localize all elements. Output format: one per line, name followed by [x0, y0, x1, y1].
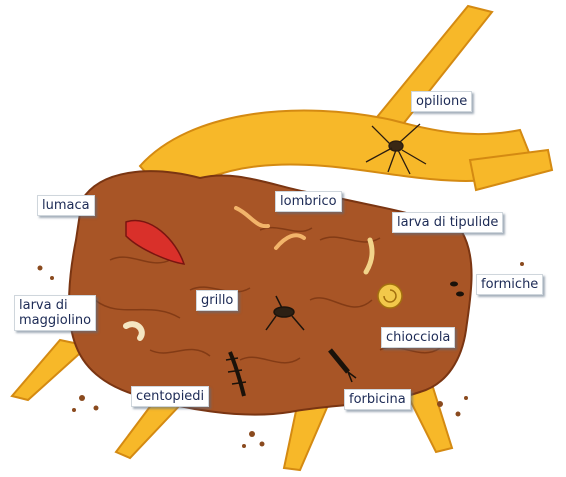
label-larva-di-maggiolino: larva di maggiolino [14, 295, 96, 331]
label-forbicina: forbicina [344, 389, 411, 410]
label-opilione: opilione [411, 91, 472, 112]
label-lumaca: lumaca [37, 195, 95, 216]
label-centopiedi: centopiedi [131, 386, 209, 407]
snail-figure [378, 284, 402, 308]
label-lombrico: lombrico [275, 191, 342, 212]
label-chiocciola: chiocciola [381, 327, 455, 348]
soil-clump [69, 171, 472, 414]
label-formiche: formiche [476, 274, 543, 295]
label-grillo: grillo [196, 290, 238, 311]
label-larva-di-tipulide: larva di tipulide [392, 212, 503, 233]
